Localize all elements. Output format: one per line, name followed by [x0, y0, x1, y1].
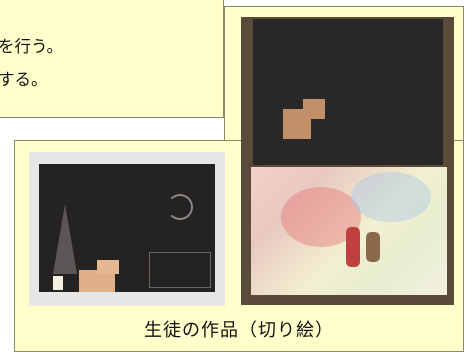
watercolor-paper [251, 167, 447, 295]
description-text-box: を行う。 する。 [0, 0, 224, 118]
tree-shape [53, 204, 77, 274]
description-line-2: する。 [0, 70, 48, 89]
black-paper-cutout [39, 164, 215, 292]
moon-shape [167, 194, 193, 220]
house-outline [149, 252, 211, 288]
artwork-photo-painted [241, 17, 454, 305]
artwork-photo-cutout [29, 152, 225, 306]
black-paper-cutout [253, 19, 443, 165]
description-line-1: を行う。 [0, 37, 64, 56]
photo-caption: 生徒の作品（切り絵） [144, 320, 334, 341]
